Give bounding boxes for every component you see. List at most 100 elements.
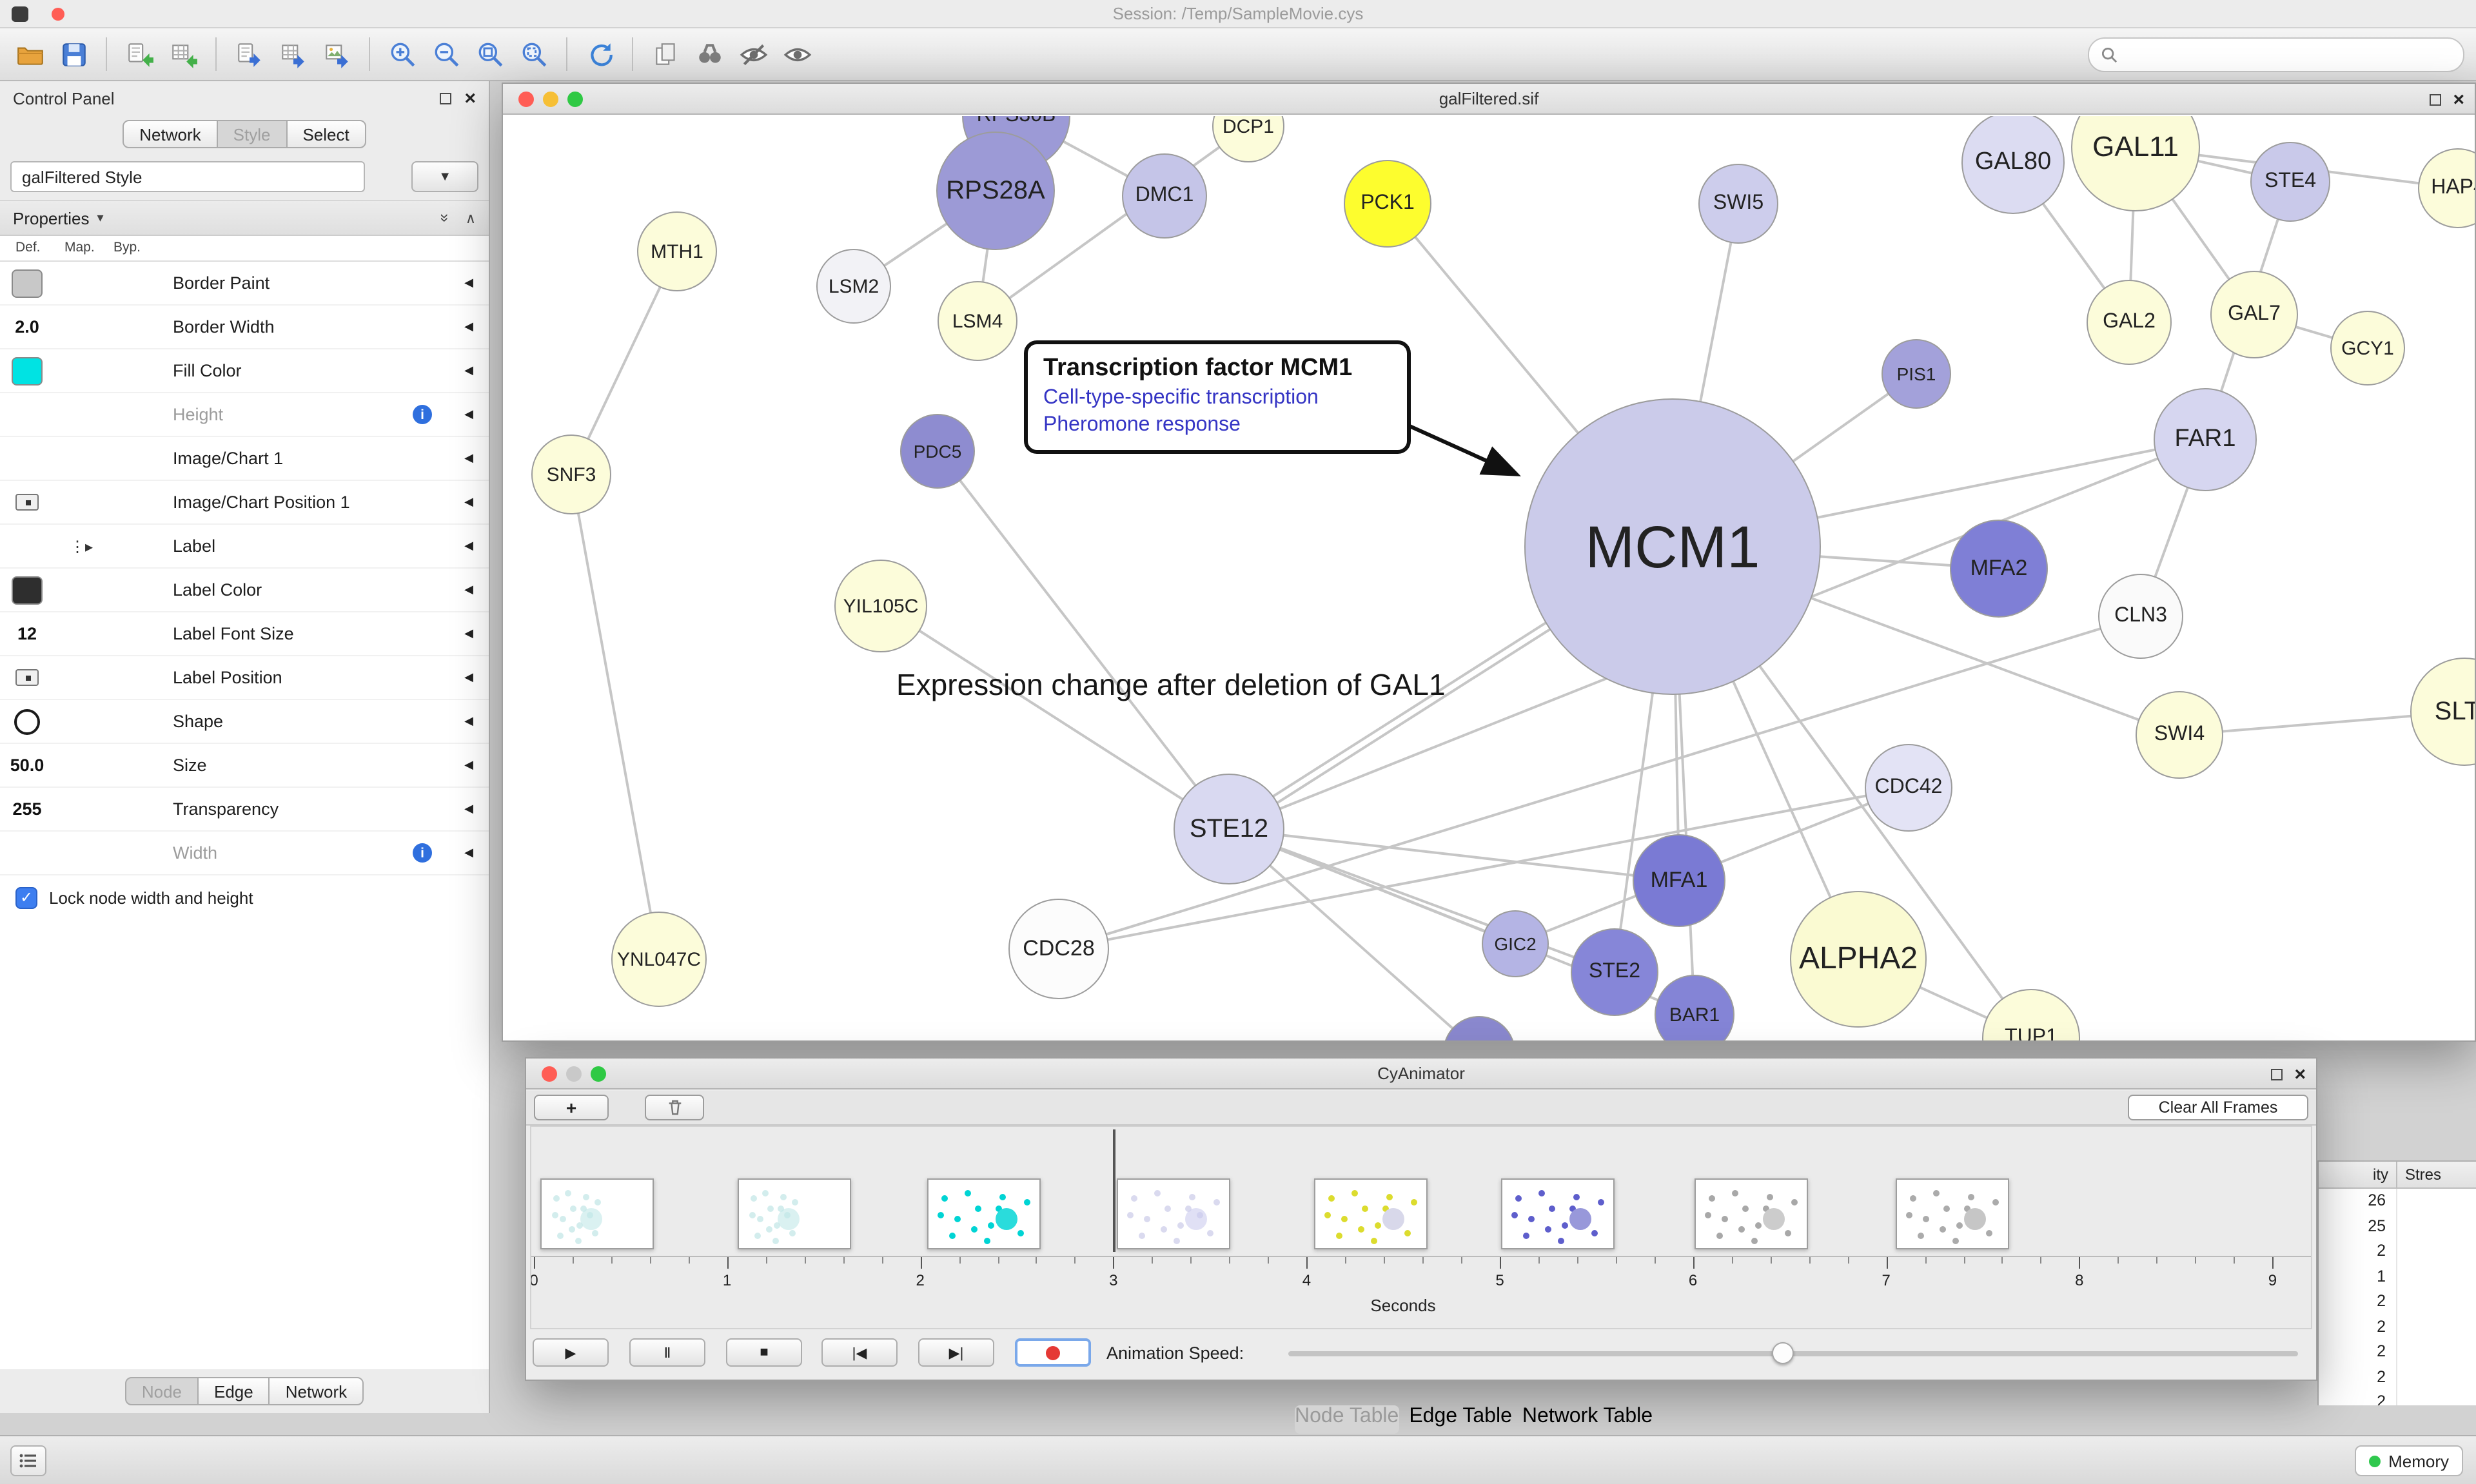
- network-node-ste2[interactable]: STE2: [1571, 928, 1658, 1016]
- property-row-label-color[interactable]: Label Color◀: [0, 569, 489, 612]
- edge-snf3-ynl047c[interactable]: [570, 474, 660, 960]
- frame-thumbnail-3[interactable]: [927, 1178, 1041, 1249]
- network-node-alpha2[interactable]: ALPHA2: [1790, 891, 1927, 1028]
- network-node-ste12[interactable]: STE12: [1174, 774, 1284, 884]
- close-window-icon[interactable]: ×: [2294, 1063, 2306, 1085]
- table-row[interactable]: 2: [2319, 1289, 2476, 1314]
- table-row[interactable]: 1: [2319, 1264, 2476, 1289]
- expand-row-icon[interactable]: ◀: [464, 758, 473, 771]
- collapse-all-icon[interactable]: »: [437, 213, 455, 222]
- tab-network-style[interactable]: Network: [268, 1377, 364, 1405]
- network-node-gal80[interactable]: GAL80: [1961, 116, 2065, 214]
- frame-thumbnail-5[interactable]: [1314, 1178, 1428, 1249]
- minimize-icon[interactable]: [543, 92, 558, 107]
- color-swatch[interactable]: [12, 356, 43, 385]
- network-node-gal2[interactable]: GAL2: [2087, 280, 2172, 365]
- expand-row-icon[interactable]: ◀: [464, 320, 473, 333]
- network-node-cdc28[interactable]: CDC28: [1008, 899, 1109, 999]
- tab-network[interactable]: Network: [123, 120, 218, 148]
- open-session-button[interactable]: [8, 35, 52, 73]
- timeline-playhead[interactable]: [1113, 1129, 1116, 1252]
- close-window-icon[interactable]: ×: [2453, 88, 2464, 110]
- tab-style[interactable]: Style: [216, 120, 288, 148]
- add-frame-button[interactable]: +: [534, 1095, 609, 1120]
- property-row-label[interactable]: ⋮▸Label◀: [0, 525, 489, 569]
- float-panel-icon[interactable]: [440, 92, 452, 104]
- tab-select[interactable]: Select: [286, 120, 366, 148]
- frame-thumbnail-8[interactable]: [1896, 1178, 2009, 1249]
- network-node-lsm2[interactable]: LSM2: [816, 249, 891, 324]
- show-panel-button[interactable]: [10, 1445, 46, 1476]
- network-node-pck1[interactable]: PCK1: [1344, 160, 1431, 248]
- edge-ste12-pdc5[interactable]: [936, 450, 1230, 830]
- zoom-out-button[interactable]: [424, 35, 468, 73]
- import-network-button[interactable]: [117, 35, 161, 73]
- annotation-link-2[interactable]: Pheromone response: [1043, 414, 1241, 436]
- lock-size-checkbox[interactable]: ✓: [15, 886, 37, 908]
- default-value-cell[interactable]: [0, 708, 54, 734]
- mapping-cell[interactable]: ⋮▸: [54, 537, 108, 555]
- default-value-cell[interactable]: 2.0: [0, 317, 54, 337]
- annotation-box[interactable]: Transcription factor MCM1 Cell-type-spec…: [1024, 340, 1411, 454]
- search-input[interactable]: [2125, 45, 2451, 64]
- network-node-dmc1[interactable]: DMC1: [1122, 153, 1207, 239]
- edge-ste12-mfa1[interactable]: [1228, 828, 1680, 882]
- expand-row-icon[interactable]: ◀: [464, 364, 473, 376]
- frame-thumbnail-7[interactable]: [1695, 1178, 1808, 1249]
- network-node-ynl047c[interactable]: YNL047C: [611, 912, 707, 1007]
- table-row[interactable]: 2: [2319, 1365, 2476, 1390]
- style-options-button[interactable]: ▼: [411, 161, 478, 192]
- edge-cdc28-cdc42[interactable]: [1058, 786, 1909, 950]
- save-session-button[interactable]: [52, 35, 95, 73]
- close-icon[interactable]: [542, 1066, 557, 1082]
- default-value-cell[interactable]: 50.0: [0, 756, 54, 775]
- network-node-cdc42[interactable]: CDC42: [1865, 744, 1952, 832]
- expand-row-icon[interactable]: ◀: [464, 451, 473, 464]
- network-node-pdc5[interactable]: PDC5: [900, 414, 975, 489]
- default-value-cell[interactable]: [0, 494, 54, 511]
- expand-row-icon[interactable]: ◀: [464, 495, 473, 508]
- network-node-gal7[interactable]: GAL7: [2210, 271, 2298, 358]
- style-dropdown[interactable]: galFiltered Style: [10, 161, 366, 192]
- default-value-cell[interactable]: 255: [0, 799, 54, 819]
- pause-button[interactable]: Ⅱ: [629, 1338, 705, 1367]
- table-row[interactable]: 2: [2319, 1340, 2476, 1365]
- zoom-selected-button[interactable]: [512, 35, 556, 73]
- network-node-mcm1[interactable]: MCM1: [1524, 398, 1821, 695]
- frame-thumbnail-4[interactable]: [1117, 1178, 1230, 1249]
- edge-cdc28-cln3[interactable]: [1058, 615, 2141, 950]
- properties-header[interactable]: Properties ▾ » ∧: [0, 200, 489, 236]
- table-row[interactable]: 25: [2319, 1214, 2476, 1239]
- network-node-swi5[interactable]: SWI5: [1698, 164, 1778, 244]
- tab-edge-table[interactable]: Edge Table: [1409, 1405, 1512, 1427]
- network-node-mfa2[interactable]: MFA2: [1950, 520, 2048, 618]
- expand-row-icon[interactable]: ◀: [464, 539, 473, 552]
- edge-ste12-ste2[interactable]: [1228, 828, 1615, 973]
- close-window-button[interactable]: [52, 8, 64, 21]
- expand-row-icon[interactable]: ◀: [464, 802, 473, 815]
- expand-row-icon[interactable]: ◀: [464, 846, 473, 859]
- float-window-icon[interactable]: [2271, 1068, 2283, 1080]
- network-node-ste4[interactable]: STE4: [2250, 142, 2330, 222]
- network-node-snf3[interactable]: SNF3: [531, 434, 611, 514]
- record-button[interactable]: [1015, 1338, 1091, 1367]
- clear-all-frames-button[interactable]: Clear All Frames: [2128, 1095, 2308, 1120]
- network-node-swi4[interactable]: SWI4: [2136, 691, 2223, 779]
- skip-back-button[interactable]: |◀: [821, 1338, 898, 1367]
- tab-edge-style[interactable]: Edge: [197, 1377, 270, 1405]
- zoom-fit-button[interactable]: [468, 35, 512, 73]
- table-row[interactable]: 26: [2319, 1189, 2476, 1214]
- network-node-bar1[interactable]: BAR1: [1655, 975, 1734, 1040]
- memory-button[interactable]: Memory: [2355, 1445, 2463, 1476]
- annotation-link-1[interactable]: Cell-type-specific transcription: [1043, 387, 1319, 409]
- expand-row-icon[interactable]: ◀: [464, 276, 473, 289]
- animation-speed-slider[interactable]: [1288, 1327, 2298, 1380]
- table-column-header-1[interactable]: ity: [2373, 1166, 2388, 1184]
- refresh-button[interactable]: [578, 35, 622, 73]
- export-network-button[interactable]: [227, 35, 271, 73]
- default-value-cell[interactable]: 12: [0, 624, 54, 643]
